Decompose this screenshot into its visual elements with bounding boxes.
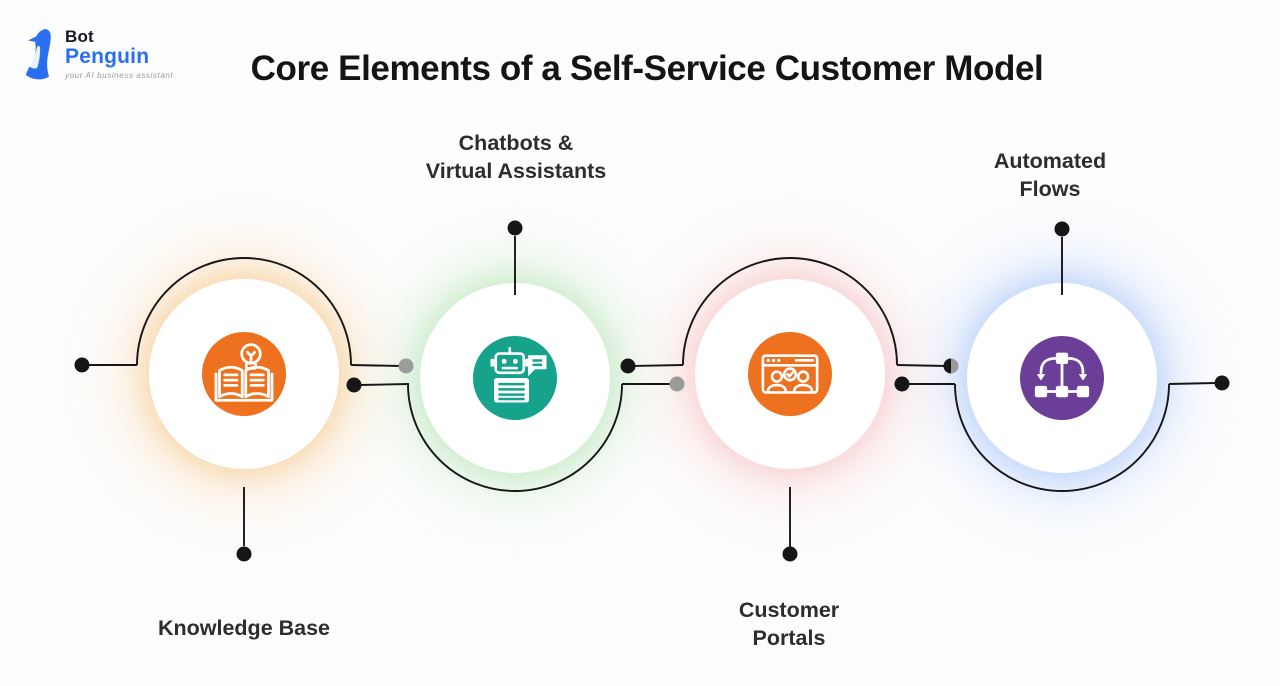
label-line: Portals bbox=[752, 626, 826, 651]
node1-stub-dot bbox=[236, 546, 252, 562]
connector-dot-black-2 bbox=[620, 358, 636, 374]
label-chatbots-virtual-assistants: Chatbots & Virtual Assistants bbox=[426, 129, 606, 186]
connector-dot-halfblack-3 bbox=[943, 358, 951, 374]
botpenguin-logo: Bot Penguin your AI business assistant bbox=[22, 28, 173, 82]
left-end-dot bbox=[74, 357, 90, 373]
node-chatbots-virtual-assistants bbox=[420, 283, 610, 473]
node-customer-portals bbox=[695, 279, 885, 469]
right-end-connector-line bbox=[1168, 382, 1217, 385]
penguin-icon bbox=[26, 29, 51, 80]
connector-dot-gray-1 bbox=[398, 358, 414, 374]
label-line: Flows bbox=[1019, 177, 1081, 202]
brand-name-bot: Bot bbox=[65, 27, 94, 46]
connector-line-into-node2 bbox=[359, 383, 410, 386]
label-line: Virtual Assistants bbox=[425, 159, 607, 184]
label-line: Knowledge Base bbox=[157, 616, 331, 640]
label-customer-portals: Customer Portals bbox=[739, 596, 839, 653]
label-automated-flows: Automated Flows bbox=[994, 147, 1106, 204]
connector-dot-black-3 bbox=[894, 376, 910, 392]
label-knowledge-base: Knowledge Base bbox=[158, 614, 330, 642]
node4-stub-dot bbox=[1054, 221, 1070, 237]
label-line: Automated bbox=[993, 149, 1107, 173]
book-lightbulb-icon bbox=[202, 332, 286, 416]
brand-name-penguin: Penguin bbox=[65, 45, 150, 68]
brand-tagline: your AI business assistant bbox=[65, 71, 174, 80]
node-knowledge-base bbox=[149, 279, 339, 469]
connector-dot-gray-2 bbox=[669, 376, 685, 392]
page-title: Core Elements of a Self-Service Customer… bbox=[250, 49, 1044, 89]
brand-text: Bot Penguin your AI business assistant bbox=[65, 28, 173, 80]
browser-users-icon bbox=[748, 332, 832, 416]
flowchart-icon bbox=[1020, 336, 1104, 420]
node3-stub-dot bbox=[782, 546, 798, 562]
connector-line-node1-right bbox=[350, 364, 401, 367]
right-end-dot bbox=[1214, 375, 1230, 391]
node2-stub-dot bbox=[507, 220, 523, 236]
connector-dot-black-1 bbox=[346, 377, 362, 393]
node-automated-flows bbox=[967, 283, 1157, 473]
connector-line-node3-right bbox=[896, 364, 947, 367]
connector-line-into-node3 bbox=[633, 364, 684, 367]
robot-chat-icon bbox=[473, 336, 557, 420]
label-line: Customer bbox=[738, 598, 840, 622]
label-line: Chatbots & bbox=[458, 131, 574, 155]
connector-dot-gray-3 bbox=[943, 358, 959, 374]
